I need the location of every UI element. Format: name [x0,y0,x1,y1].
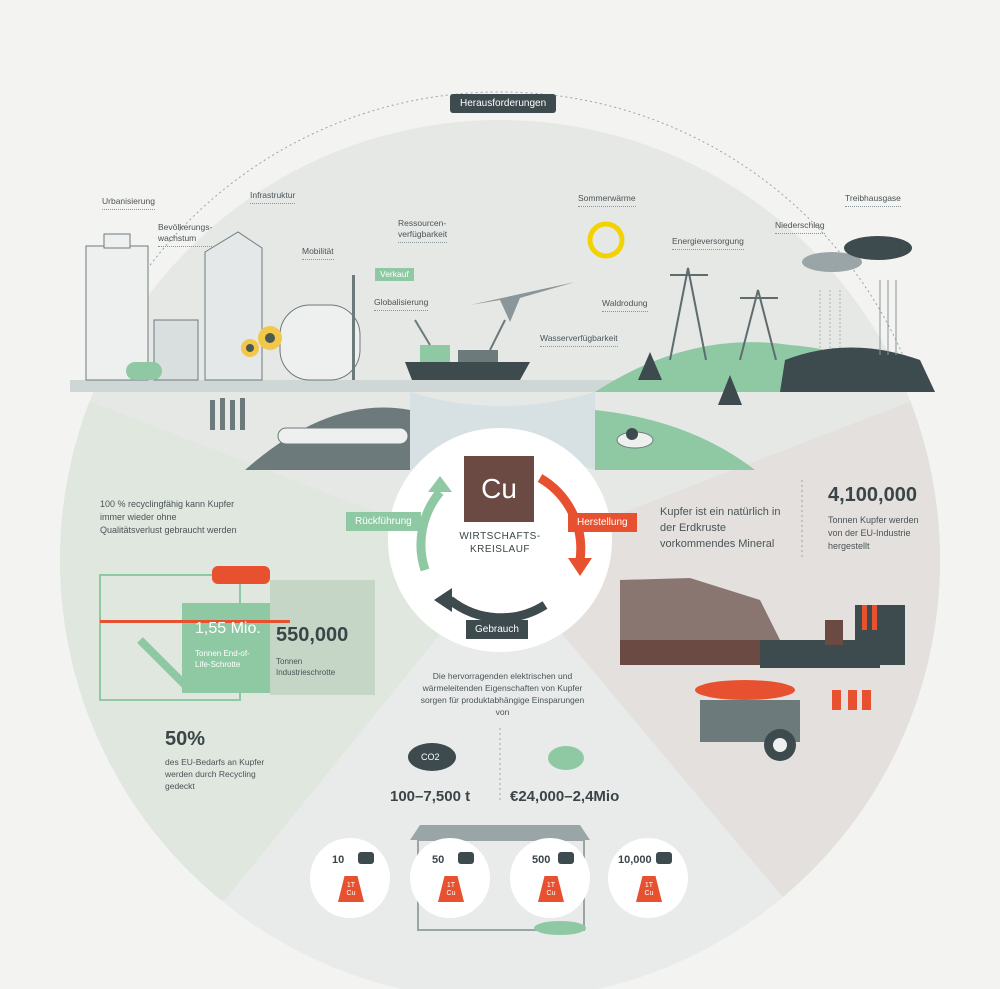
savings-text: Die hervorragenden elektrischen und wärm… [420,671,585,717]
weight-unit: 1T Cu [546,882,556,897]
label-waldrodung: Waldrodung [602,298,648,312]
industrial-caption: Tonnen Industrieschrotte [276,657,336,677]
label-niederschlag: Niederschlag [775,220,825,234]
weight-count: 10 [332,854,345,866]
arrow-return [416,489,444,572]
co2-cloud-icon [408,743,456,771]
house-icon [358,852,374,864]
cycle-title-line1: WIRTSCHAFTS- [459,531,541,542]
industrial-value: 550,000 [276,624,349,646]
port-illustration [405,282,575,380]
cycle-title: WIRTSCHAFTS- KREISLAUF [440,530,560,556]
mineral-text: Kupfer ist ein natürlich in der Erdkrust… [660,506,781,550]
recycling-text: 100 % recyclingfähig kann Kupfer immer w… [100,499,237,535]
mineral-tonnes: 4,100,000 [828,484,917,506]
weight-unit: 1T Cu [346,882,356,897]
weight-count: 10,000 [618,854,652,866]
step-return: Rückführung [346,512,421,531]
weight-circle-0: 10 1T Cu [310,838,390,918]
weight-circle-1: 50 1T Cu [410,838,490,918]
label-treibhausgase: Treibhausgase [845,193,901,207]
label-mobilitaet: Mobilität [302,246,334,260]
mineral-tonnes-caption: Tonnen Kupfer werden von der EU-Industri… [828,515,919,551]
euro-savings-value: €24,000–2,4Mio [510,788,620,805]
label-urbanisierung: Urbanisierung [102,196,155,210]
car-icon [458,852,474,864]
piggy-bank-icon [548,746,584,770]
laptop-icon [656,852,672,864]
weight-unit: 1T Cu [446,882,456,897]
label-ressourcen: Ressourcen- verfügbarkeit [398,218,448,243]
recycling-illustration [99,566,375,701]
label-sommerwaerme: Sommerwärme [578,193,636,207]
weight-circle-2: 500 1T Cu [510,838,590,918]
weight-circle-3: 10,000 1T Cu [608,838,688,918]
arrow-manufacture [537,474,586,561]
sun-icon [587,221,625,259]
landscape-illustration [595,236,935,405]
cycle-title-line2: KREISLAUF [469,544,531,555]
recycling-share-caption: des EU-Bedarfs an Kupfer werden durch Re… [165,757,265,791]
copper-element-box: Cu [464,456,534,522]
label-wasserverfuegbarkeit: Wasserverfügbarkeit [540,333,618,347]
label-infrastruktur: Infrastruktur [250,190,296,204]
label-energieversorgung: Energieversorgung [672,236,744,250]
arrow-use [447,596,548,623]
co2-label: CO2 [421,752,440,762]
step-manufacture: Herstellung [568,513,637,532]
label-verkauf: Verkauf [375,268,414,281]
city-illustration [85,231,361,381]
weight-count: 500 [532,854,551,866]
label-globalisierung: Globalisierung [374,297,429,311]
eol-caption: Tonnen End-of-Life-Schrotte [195,649,250,669]
recycling-share: 50% [165,728,206,750]
mining-illustration [620,578,905,761]
label-bevoelkerung: Bevölkerungs- wachstum [158,222,213,247]
fan-icon [558,852,574,864]
eol-value: 1,55 Mio. [195,620,261,637]
co2-savings-value: 100–7,500 t [390,788,471,805]
challenges-title: Herausforderungen [450,94,557,113]
weight-unit: 1T Cu [644,882,654,897]
weight-count: 50 [432,854,445,866]
step-use: Gebrauch [466,620,528,639]
sector-use [225,560,785,900]
